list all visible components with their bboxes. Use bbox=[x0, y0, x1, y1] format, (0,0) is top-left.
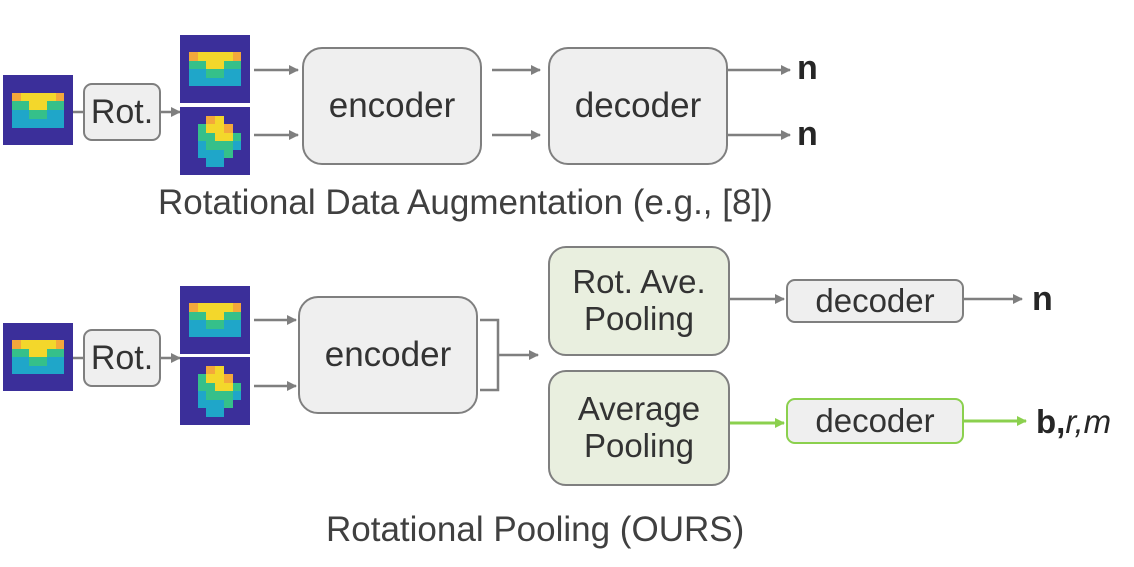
caption-rotational-pooling: Rotational Pooling (OURS) bbox=[326, 510, 745, 549]
encoder-block-2: encoder bbox=[298, 296, 478, 414]
decoder-block-brm: decoder bbox=[786, 398, 964, 444]
encoder-block: encoder bbox=[302, 47, 482, 165]
output-brm-italic: r,m bbox=[1065, 403, 1112, 440]
output-normal-3: n bbox=[1032, 280, 1053, 318]
output-normal-2: n bbox=[797, 115, 818, 153]
augmented-image-upright bbox=[180, 35, 250, 103]
bracket-encoder-outputs bbox=[480, 318, 538, 392]
output-brm-bold: b, bbox=[1036, 403, 1066, 440]
caption-data-augmentation: Rotational Data Augmentation (e.g., [8]) bbox=[158, 183, 773, 222]
input-depth-image-2 bbox=[3, 323, 73, 391]
decoder-block: decoder bbox=[548, 47, 728, 165]
decoder-block-normal: decoder bbox=[786, 279, 964, 323]
average-pooling-block: Average Pooling bbox=[548, 370, 730, 486]
augmented-image-rotated-2 bbox=[180, 357, 250, 425]
output-normal-1: n bbox=[797, 49, 818, 87]
augmented-image-upright-2 bbox=[180, 286, 250, 354]
rotation-block: Rot. bbox=[83, 83, 161, 141]
input-depth-image bbox=[3, 75, 73, 145]
rotation-block-2: Rot. bbox=[83, 329, 161, 387]
augmented-image-rotated bbox=[180, 107, 250, 175]
rot-ave-pooling-block: Rot. Ave. Pooling bbox=[548, 246, 730, 356]
output-brm: b,r,m bbox=[1036, 403, 1111, 441]
